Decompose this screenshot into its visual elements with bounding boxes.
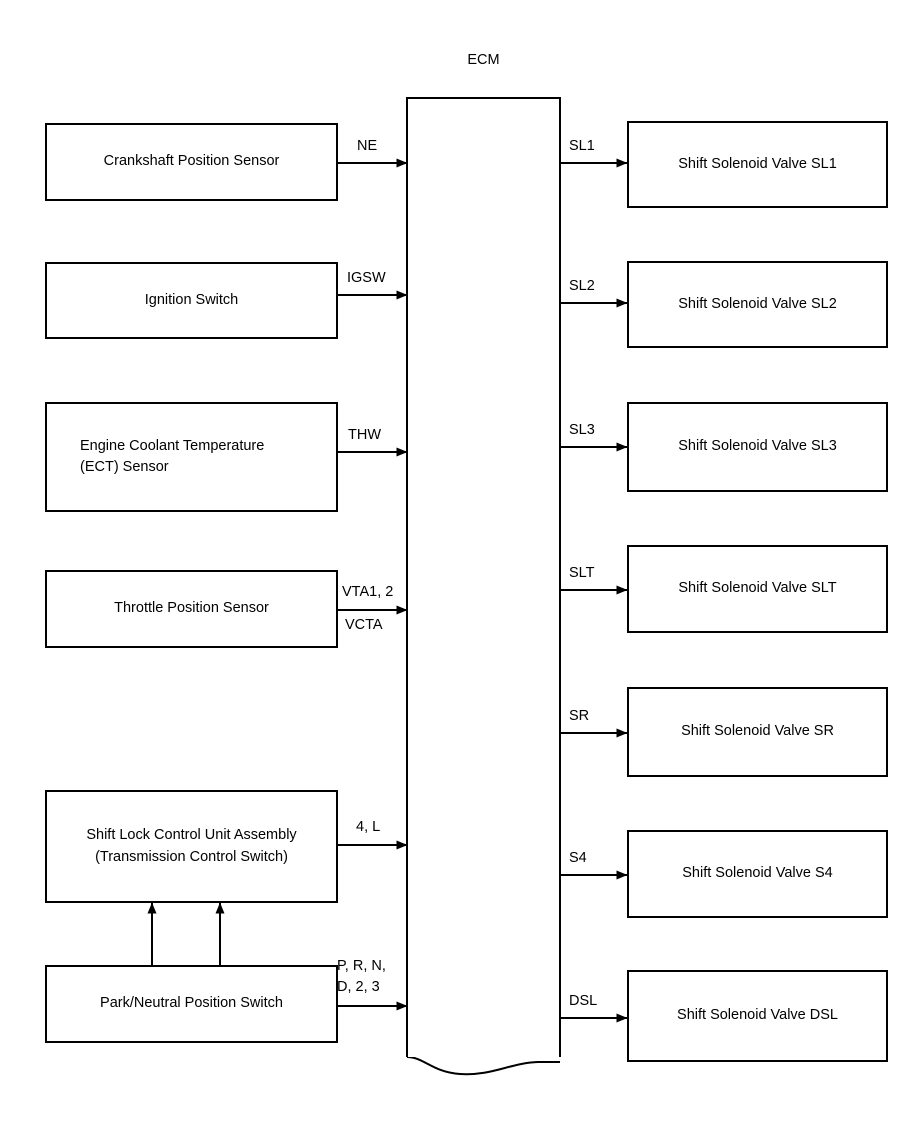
block-label: Shift Lock Control Unit Assembly (Transm… (86, 827, 297, 865)
signal-label-sl2: SL2 (569, 278, 595, 294)
block-label: Shift Solenoid Valve DSL (677, 1007, 838, 1024)
signal-label-s4: S4 (569, 850, 587, 866)
signal-label-sl1: SL1 (569, 138, 595, 154)
block-shift-solenoid-valve-sl1[interactable]: Shift Solenoid Valve SL1 (627, 121, 888, 208)
block-shift-solenoid-valve-slt[interactable]: Shift Solenoid Valve SLT (627, 545, 888, 633)
block-shift-solenoid-valve-s4[interactable]: Shift Solenoid Valve S4 (627, 830, 888, 918)
signal-label-sr: SR (569, 708, 590, 724)
block-label: Park/Neutral Position Switch (100, 995, 283, 1012)
signal-label-vcta: VCTA (345, 617, 383, 633)
block-label: Shift Solenoid Valve SLT (678, 580, 837, 597)
block-shift-lock-control-unit-assembly[interactable]: Shift Lock Control Unit Assembly (Transm… (45, 790, 338, 903)
signal-label-dsl: DSL (569, 993, 598, 1009)
block-shift-solenoid-valve-sr[interactable]: Shift Solenoid Valve SR (627, 687, 888, 777)
signal-label-sl3: SL3 (569, 422, 595, 438)
block-label: Engine Coolant Temperature (ECT) Sensor (80, 437, 265, 475)
signal-label-thw: THW (348, 427, 382, 443)
block-park-neutral-position-switch[interactable]: Park/Neutral Position Switch (45, 965, 338, 1043)
block-label: Shift Solenoid Valve S4 (682, 865, 833, 882)
block-label: Shift Solenoid Valve SR (681, 723, 834, 740)
ecm-break-line (406, 1056, 560, 1076)
signal-label-slt: SLT (569, 565, 595, 581)
ecm-box (406, 97, 561, 1057)
block-label: Crankshaft Position Sensor (103, 153, 280, 170)
signal-label-d23: D, 2, 3 (337, 979, 380, 995)
signal-label-vta1-2: VTA1, 2 (342, 584, 394, 600)
block-shift-solenoid-valve-sl3[interactable]: Shift Solenoid Valve SL3 (627, 402, 888, 492)
block-ignition-switch[interactable]: Ignition Switch (45, 262, 338, 339)
block-label: Shift Solenoid Valve SL3 (678, 438, 837, 455)
ecm-title: ECM (467, 52, 500, 68)
block-crankshaft-position-sensor[interactable]: Crankshaft Position Sensor (45, 123, 338, 201)
signal-label-prn: P, R, N, (337, 958, 386, 974)
signal-label-igsw: IGSW (347, 270, 386, 286)
block-label: Shift Solenoid Valve SL1 (678, 155, 837, 172)
block-throttle-position-sensor[interactable]: Throttle Position Sensor (45, 570, 338, 648)
signal-label-ne: NE (357, 138, 378, 154)
signal-label-4-l: 4, L (356, 819, 381, 835)
block-label: Shift Solenoid Valve SL2 (678, 295, 837, 312)
block-label: Throttle Position Sensor (114, 600, 269, 617)
block-shift-solenoid-valve-dsl[interactable]: Shift Solenoid Valve DSL (627, 970, 888, 1062)
block-shift-solenoid-valve-sl2[interactable]: Shift Solenoid Valve SL2 (627, 261, 888, 348)
block-engine-coolant-temperature-sensor[interactable]: Engine Coolant Temperature (ECT) Sensor (45, 402, 338, 512)
block-label: Ignition Switch (144, 291, 239, 308)
